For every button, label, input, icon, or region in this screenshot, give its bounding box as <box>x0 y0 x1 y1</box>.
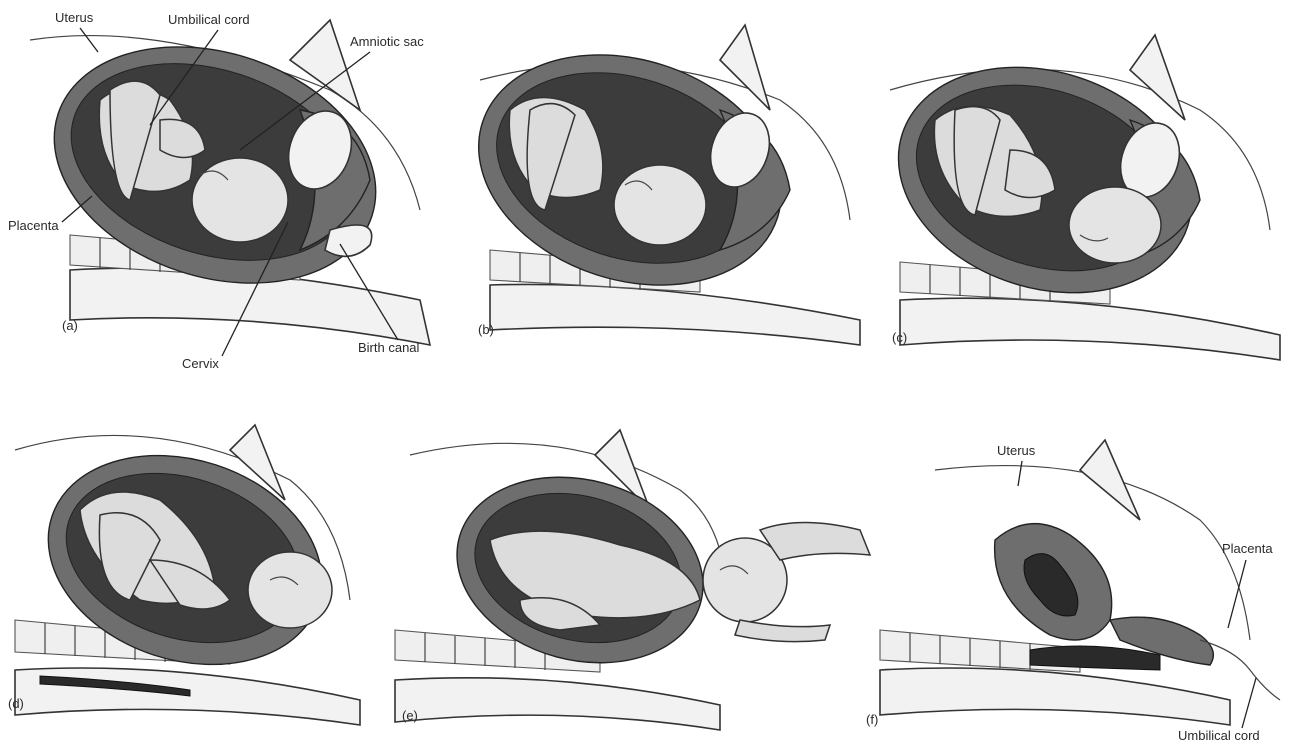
panel-d-letter: (d) <box>8 696 24 711</box>
leader-umbilical-cord-f <box>1242 678 1256 728</box>
panel-e: (e) <box>395 430 870 730</box>
label-umbilical-cord-f: Umbilical cord <box>1178 728 1260 743</box>
leader-uterus-f <box>1018 461 1022 486</box>
panel-c-anatomy <box>869 31 1280 360</box>
label-uterus: Uterus <box>55 10 94 25</box>
leader-uterus <box>80 28 98 52</box>
label-birth-canal: Birth canal <box>358 340 420 355</box>
panel-e-letter: (e) <box>402 708 418 723</box>
label-amniotic-sac: Amniotic sac <box>350 34 424 49</box>
panel-e-anatomy <box>395 430 870 730</box>
panel-f: Uterus Placenta Umbilical cord (f) <box>866 440 1280 743</box>
panel-b: (b) <box>449 17 860 345</box>
label-umbilical-cord: Umbilical cord <box>168 12 250 27</box>
label-uterus-f: Uterus <box>997 443 1036 458</box>
panel-f-anatomy <box>880 440 1280 725</box>
panel-b-anatomy <box>449 17 860 345</box>
leader-placenta-f <box>1228 560 1246 628</box>
panel-d-anatomy <box>15 422 360 725</box>
panel-c-letter: (c) <box>892 330 907 345</box>
panel-b-letter: (b) <box>478 322 494 337</box>
label-placenta-f: Placenta <box>1222 541 1273 556</box>
label-placenta: Placenta <box>8 218 59 233</box>
panel-c: (c) <box>869 31 1280 360</box>
panel-a-letter: (a) <box>62 318 78 333</box>
label-cervix: Cervix <box>182 356 219 371</box>
panel-a-anatomy <box>23 7 430 345</box>
panel-f-letter: (f) <box>866 712 878 727</box>
panel-d: (d) <box>8 422 360 725</box>
panel-a: Uterus Umbilical cord Amniotic sac Place… <box>8 7 430 371</box>
